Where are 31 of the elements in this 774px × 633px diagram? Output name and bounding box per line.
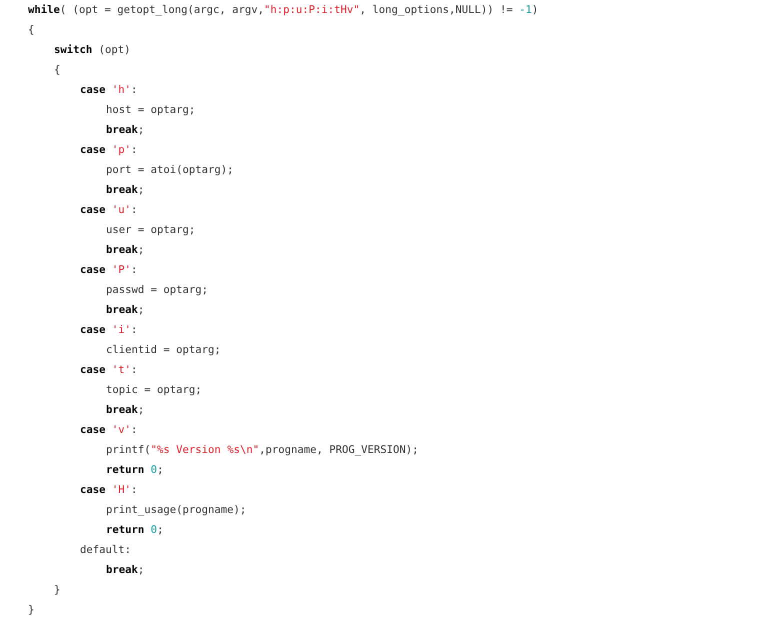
code-line: while( (opt = getopt_long(argc, argv,"h:p:u:P:i:tHv", long_options,NULL)) != -1) [28, 3, 538, 17]
code-line: } [28, 603, 34, 617]
code-line: break; [106, 183, 144, 197]
code-line: case 'v': [80, 423, 138, 437]
code-line: case 't': [80, 363, 138, 377]
code-line: { [54, 63, 60, 77]
code-line: case 'u': [80, 203, 138, 217]
code-line: break; [106, 563, 144, 577]
code-line: print_usage(progname); [106, 503, 246, 517]
code-line: case 'H': [80, 483, 138, 497]
code-line: } [54, 583, 60, 597]
code-line: { [28, 23, 34, 37]
code-line: default: [80, 543, 132, 557]
code-line: break; [106, 123, 144, 137]
code-line: clientid = optarg; [106, 343, 221, 357]
code-line: printf("%s Version %s\n",progname, PROG_VERSION); [106, 443, 419, 457]
code-line: host = optarg; [106, 103, 196, 117]
code-line: case 'p': [80, 143, 138, 157]
code-line: topic = optarg; [106, 383, 202, 397]
code-line: user = optarg; [106, 223, 196, 237]
code-line: return 0; [106, 523, 164, 537]
code-line: switch (opt) [54, 43, 131, 57]
code-line: case 'P': [80, 263, 138, 277]
code-line: case 'h': [80, 83, 138, 97]
code-line: case 'i': [80, 323, 138, 337]
code-line: passwd = optarg; [106, 283, 208, 297]
code-line: break; [106, 303, 144, 317]
code-line: break; [106, 403, 144, 417]
code-line: port = atoi(optarg); [106, 163, 234, 177]
code-line: return 0; [106, 463, 164, 477]
code-line: break; [106, 243, 144, 257]
